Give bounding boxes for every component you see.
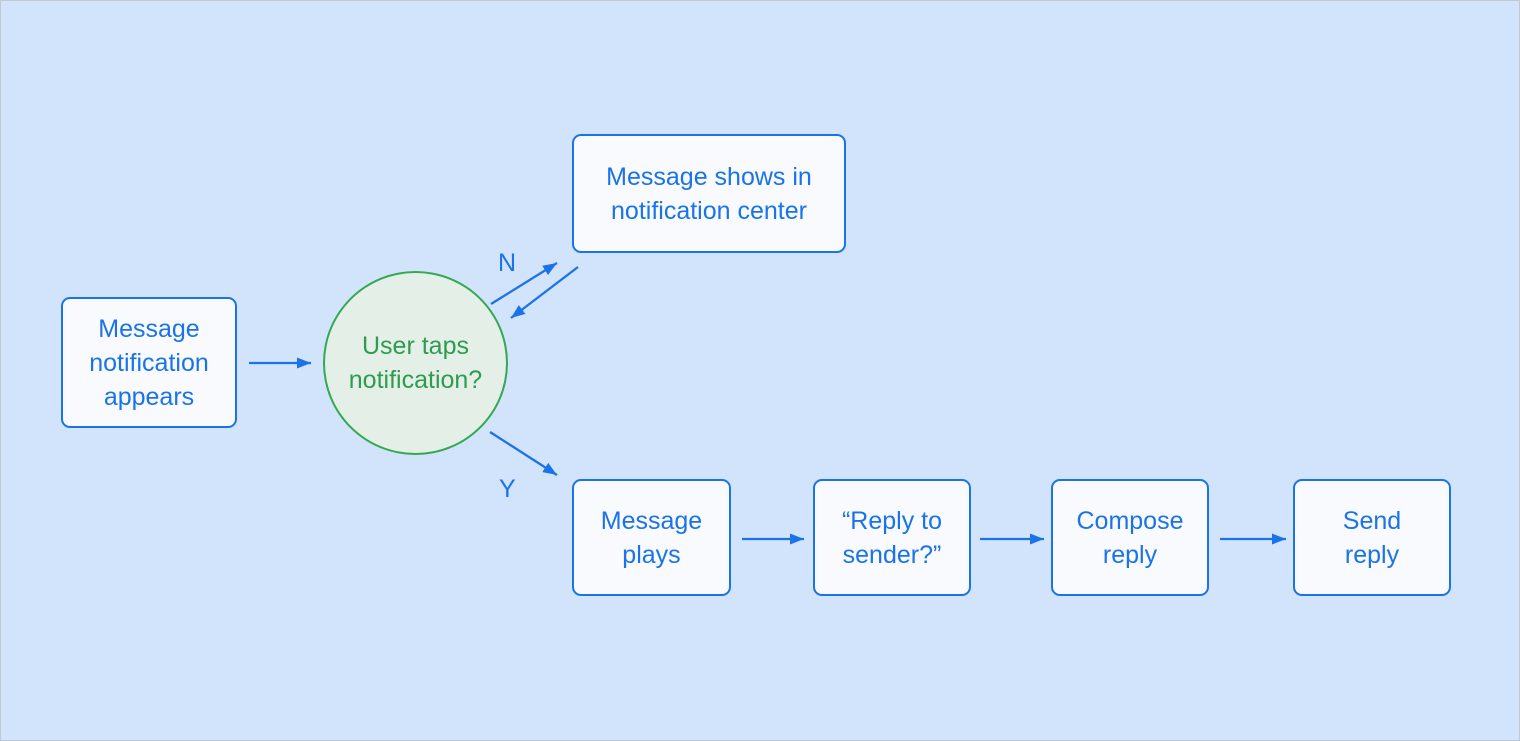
node-message-plays-label: Message plays bbox=[600, 506, 703, 569]
arrow-decision-to-message-plays bbox=[489, 431, 558, 476]
edge-label-no: N bbox=[498, 249, 517, 277]
node-message-plays: Message plays bbox=[572, 479, 731, 596]
node-send-reply: Send reply bbox=[1293, 479, 1451, 596]
node-message-notification-appears-label: Message notification appears bbox=[89, 314, 209, 411]
node-message-notification-appears: Message notification appears bbox=[61, 297, 237, 428]
edge-label-yes: Y bbox=[499, 475, 516, 503]
node-message-shows-in-notification-center-label: Message shows in notification center bbox=[606, 162, 812, 225]
node-reply-to-sender-label: “Reply to sender?” bbox=[841, 506, 943, 569]
node-message-shows-in-notification-center: Message shows in notification center bbox=[572, 134, 846, 253]
arrow-notification-center-to-decision bbox=[510, 266, 579, 319]
node-reply-to-sender: “Reply to sender?” bbox=[813, 479, 971, 596]
node-send-reply-label: Send reply bbox=[1342, 506, 1402, 569]
node-compose-reply-label: Compose reply bbox=[1076, 506, 1184, 569]
node-decision-user-taps-notification-label: User taps notification? bbox=[348, 332, 483, 394]
node-decision-user-taps-notification: User taps notification? bbox=[323, 271, 508, 455]
node-compose-reply: Compose reply bbox=[1051, 479, 1209, 596]
